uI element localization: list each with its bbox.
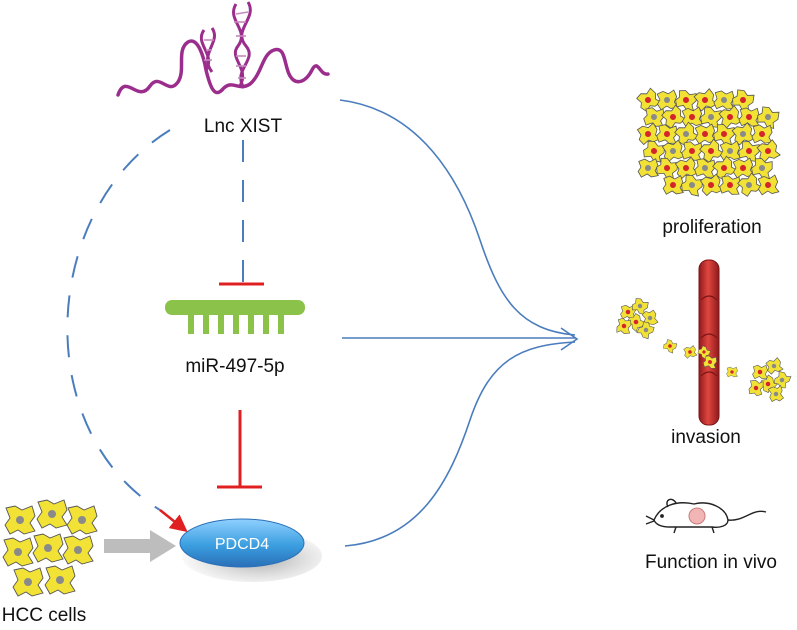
tumor-cell [637, 158, 659, 178]
mirna-label: miR-497-5p [185, 356, 284, 377]
tumor-cell [751, 124, 773, 144]
invasion-label: invasion [671, 427, 741, 448]
tumor-cell [693, 157, 717, 179]
tumor-cell [772, 369, 792, 391]
proliferating-cells-icon [634, 86, 782, 199]
tumor-cell [680, 106, 704, 128]
tumor-cell [718, 140, 742, 162]
lnc-xist-label: Lnc XIST [204, 116, 283, 137]
tumor-cell [726, 366, 738, 378]
tumor-cell [718, 174, 742, 196]
tumor-cell [713, 90, 735, 110]
hcc-cells-label: HCC cells [2, 605, 86, 626]
pdcd4-node [179, 518, 305, 568]
tumor-cell [752, 364, 768, 380]
hcc-cells-icon [2, 499, 98, 597]
mirna-comb-icon [165, 300, 305, 334]
blood-vessel-invasion-icon [615, 259, 792, 426]
pdcd4-activation-arrow [159, 509, 188, 533]
lncrna-hairpin-icon [116, 1, 330, 97]
tumor-cell [747, 379, 765, 397]
tumor-cell [655, 123, 679, 145]
tumor-cell [661, 338, 679, 354]
mouse-icon [645, 498, 767, 534]
outcome-arrowhead [560, 327, 579, 351]
proliferation-label: proliferation [662, 217, 761, 238]
lnc-to-outcome-curve [339, 99, 576, 336]
lnc-to-pdcd4-dashed-curve [66, 129, 171, 511]
cells-to-pdcd4-gray-arrow [104, 530, 176, 562]
tumor-cell [738, 107, 760, 127]
tumor-cell [682, 344, 698, 360]
tumor-on-mouse-icon [688, 507, 706, 525]
tumor-cell [756, 174, 780, 196]
in-vivo-label: Function in vivo [645, 552, 777, 573]
tumor-cell [767, 385, 785, 403]
pdcd4-to-outcome-curve [344, 341, 576, 547]
tumor-cell [662, 175, 684, 195]
pdcd4-label: PDCD4 [215, 536, 269, 553]
